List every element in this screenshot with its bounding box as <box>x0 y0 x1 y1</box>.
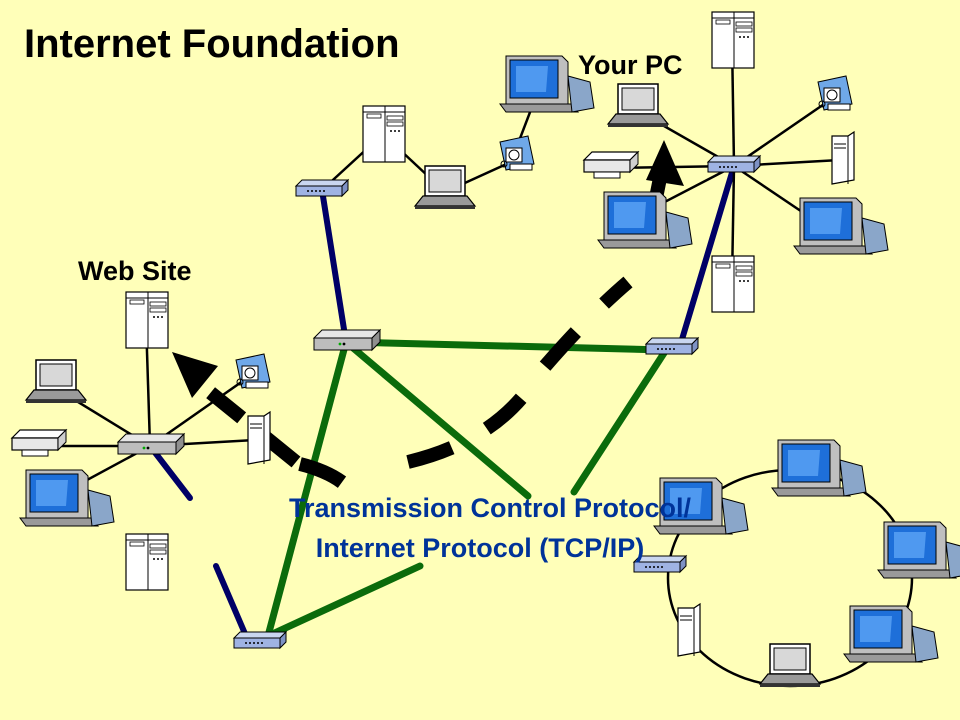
router-bottom <box>233 631 287 649</box>
access-links <box>147 163 737 639</box>
laptop-icon <box>759 643 821 688</box>
tower-icon <box>677 603 701 657</box>
desktop-icon <box>597 191 693 249</box>
your-pc-label: Your PC <box>578 50 683 80</box>
caption-line-1: Transmission Control Protocol/ <box>288 493 692 523</box>
router-pc-lan <box>707 155 761 173</box>
arrowhead-web-site <box>172 352 218 398</box>
modem-icon <box>235 353 271 389</box>
printer-icon <box>11 429 67 457</box>
server-icon <box>711 11 755 69</box>
backbone-links <box>264 338 670 640</box>
web-site-label: Web Site <box>78 256 192 286</box>
tower-icon <box>247 411 271 465</box>
server-icon <box>362 105 406 163</box>
page-title: Internet Foundation <box>24 22 400 66</box>
arrowhead-your-pc <box>646 140 684 186</box>
modem-icon <box>499 135 535 171</box>
router-center <box>313 329 381 351</box>
caption-line-2: Internet Protocol (TCP/IP) <box>315 533 645 563</box>
modem-icon <box>817 75 853 111</box>
server-icon <box>711 255 755 313</box>
tower-icon <box>831 131 855 185</box>
router-right <box>645 337 699 355</box>
router-top <box>295 179 349 197</box>
protocol-caption: Transmission Control Protocol/ Internet … <box>0 488 960 568</box>
hub-web-site <box>117 433 185 455</box>
laptop-icon <box>25 359 87 404</box>
your-pc-laptop-icon <box>607 83 669 128</box>
desktop-icon <box>843 605 939 663</box>
printer-icon <box>583 151 639 179</box>
desktop-icon <box>793 197 889 255</box>
web-server-icon <box>125 291 169 349</box>
